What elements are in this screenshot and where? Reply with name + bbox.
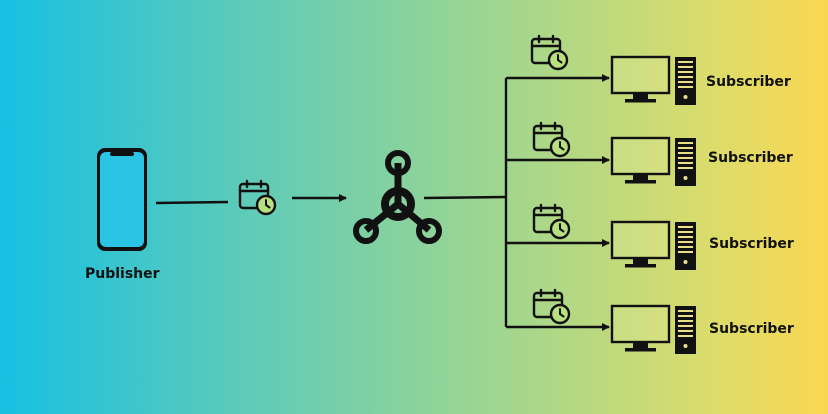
broker-connector (423, 195, 507, 200)
calendar-clock-icon (532, 203, 571, 240)
subscriber-branches (506, 74, 610, 331)
publisher-connector (155, 200, 229, 205)
calendar-clock-icon (532, 121, 571, 158)
hub-icon (353, 150, 442, 244)
desktop-computer-icon (610, 55, 698, 107)
smartphone-icon (97, 148, 147, 251)
desktop-computer-icon (610, 136, 698, 188)
calendar-clock-icon (530, 34, 569, 71)
calendar-clock-icon (532, 288, 571, 325)
desktop-computer-icon (610, 220, 698, 272)
subscriber-label: Subscriber (709, 321, 794, 337)
subscriber-label: Subscriber (708, 150, 793, 166)
subscriber-label: Subscriber (709, 236, 794, 252)
subscriber-label: Subscriber (706, 74, 791, 90)
publisher-label: Publisher (85, 266, 160, 282)
desktop-computer-icon (610, 304, 698, 356)
calendar-clock-icon (238, 179, 277, 216)
